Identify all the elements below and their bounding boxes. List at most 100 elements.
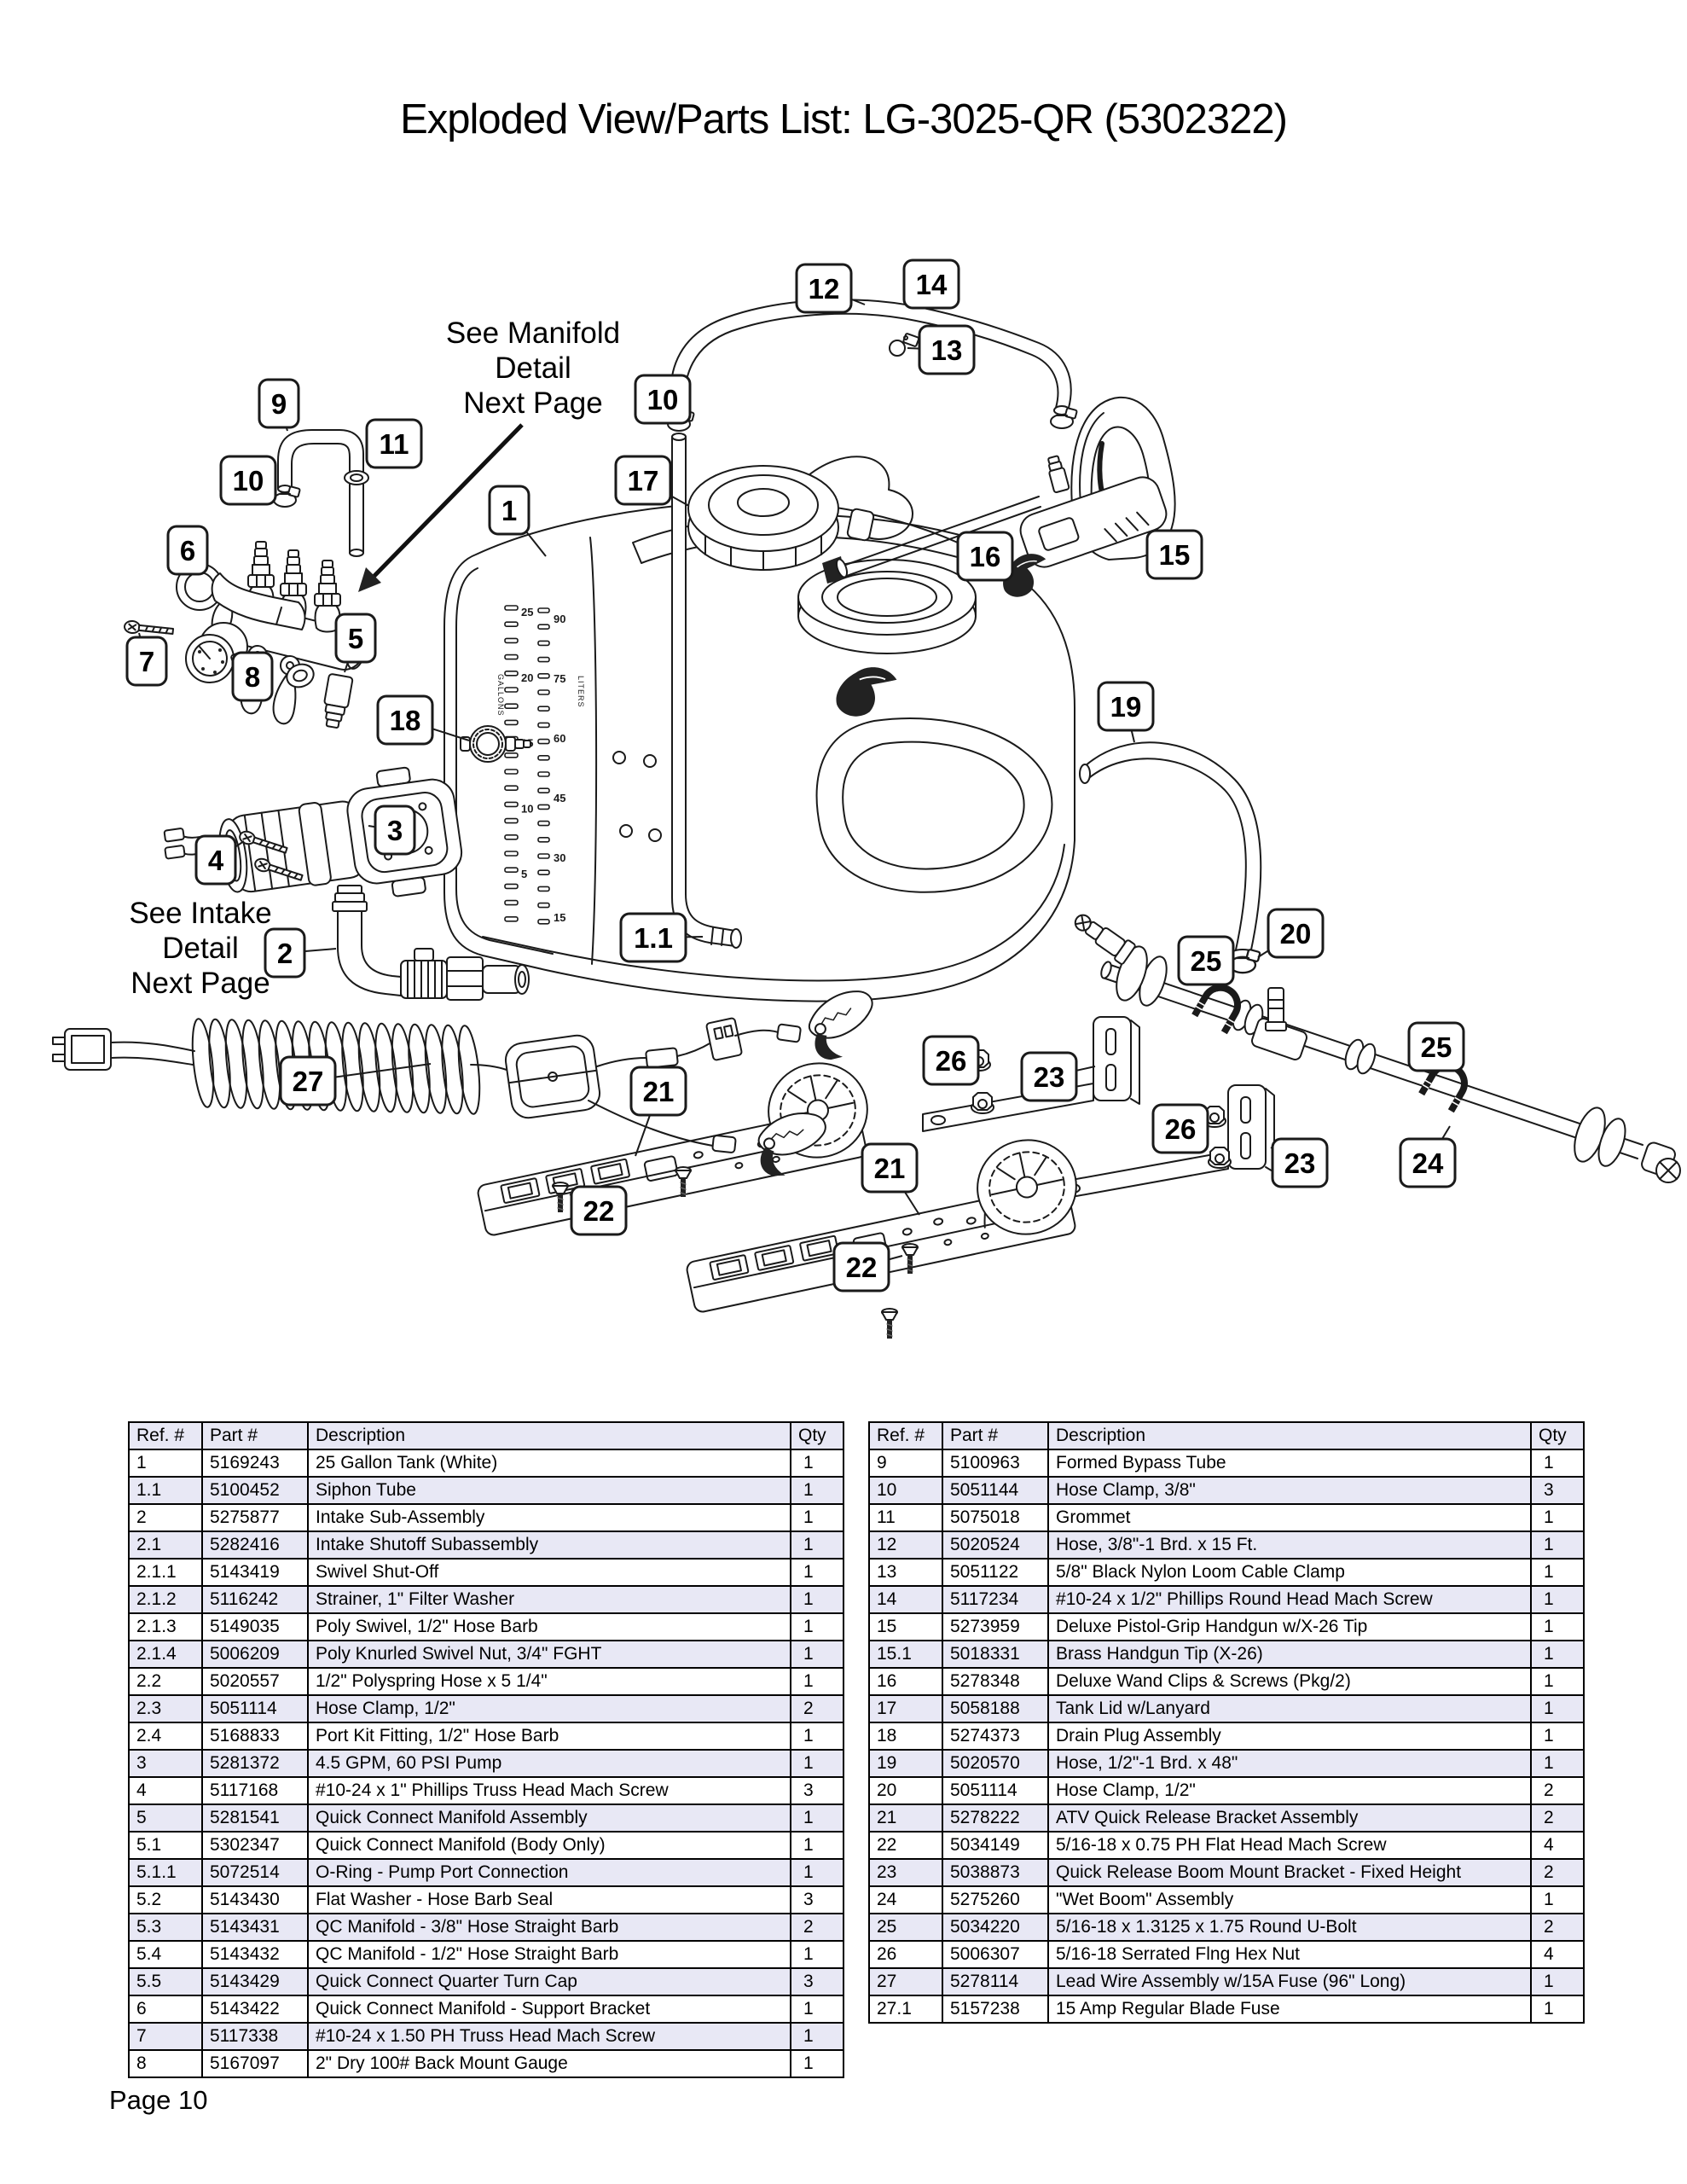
scale-tick (537, 902, 550, 909)
part-cell: 5143422 (201, 1995, 309, 2024)
part-cell: 5020557 (201, 1667, 309, 1696)
bypass-tube (277, 429, 369, 557)
qty-cell: 1 (1530, 1967, 1585, 1996)
boom-nozzle-left (1074, 914, 1136, 965)
scale-tick (537, 624, 550, 630)
callout-box-9 (258, 378, 300, 429)
callout-box-17 (614, 455, 672, 506)
scale-tick (537, 804, 550, 810)
callout-label-13: 13 (931, 334, 963, 366)
scale-tick (504, 687, 519, 693)
part-cell: 5116242 (201, 1585, 309, 1614)
description-cell: QC Manifold - 1/2" Hose Straight Barb (307, 1940, 791, 1969)
description-cell: Lead Wire Assembly w/15A Fuse (96" Long) (1047, 1967, 1532, 1996)
description-cell: 5/16-18 Serrated Flng Hex Nut (1047, 1940, 1532, 1969)
ref-cell: 14 (868, 1585, 943, 1614)
ref-cell: 1.1 (128, 1476, 203, 1505)
callout-box-15 (1145, 529, 1203, 580)
callout-box-10 (634, 374, 692, 425)
qty-cell: 3 (790, 1885, 844, 1914)
callout-box-22 (570, 1185, 628, 1236)
qty-cell: 4 (1530, 1940, 1585, 1969)
part-cell: 5169243 (201, 1449, 309, 1478)
lanyard-tab (846, 508, 875, 542)
callout-label-27: 27 (293, 1066, 324, 1097)
description-cell: ATV Quick Release Bracket Assembly (1047, 1804, 1532, 1833)
callout-label-2: 2 (277, 938, 293, 969)
ref-cell: 3 (128, 1749, 203, 1778)
part-cell: 5143430 (201, 1885, 309, 1914)
callout-label-5: 5 (348, 623, 363, 654)
callout-label-6: 6 (180, 535, 195, 566)
description-cell: Hose, 1/2"-1 Brd. x 48" (1047, 1749, 1532, 1778)
ref-cell: 1 (128, 1449, 203, 1478)
callout-box-8 (231, 651, 274, 702)
column-header: Description (307, 1421, 791, 1450)
manifold-detail-arrow (358, 423, 524, 592)
qty-cell: 1 (790, 1749, 844, 1778)
description-cell: #10-24 x 1.50 PH Truss Head Mach Screw (307, 2022, 791, 2051)
part-cell: 5302347 (201, 1831, 309, 1860)
qty-cell: 1 (1530, 1694, 1585, 1723)
callout-label-23: 23 (1284, 1147, 1316, 1179)
description-cell: Strainer, 1" Filter Washer (307, 1585, 791, 1614)
scale-tick (504, 605, 519, 611)
part-cell: 5020570 (942, 1749, 1049, 1778)
qty-cell: 1 (790, 1585, 844, 1614)
page-number: Page 10 (109, 2085, 208, 2115)
wire-coil-loop (341, 1021, 364, 1112)
column-header: Qty (1530, 1421, 1585, 1450)
scale-tick (537, 820, 550, 827)
description-cell: Hose Clamp, 1/2" (307, 1694, 791, 1723)
part-cell: 5281372 (201, 1749, 309, 1778)
part-cell: 5006307 (942, 1940, 1049, 1969)
description-cell: Quick Connect Manifold - Support Bracket (307, 1995, 791, 2024)
part-cell: 5168833 (201, 1722, 309, 1751)
description-cell: Hose Clamp, 3/8" (1047, 1476, 1532, 1505)
ref-cell: 10 (868, 1476, 943, 1505)
qty-cell: 2 (790, 1694, 844, 1723)
scale-tick (537, 689, 550, 695)
ref-cell: 4 (128, 1776, 203, 1805)
part-cell: 5278114 (942, 1967, 1049, 1996)
part-cell: 5100452 (201, 1476, 309, 1505)
part-cell: 5281541 (201, 1804, 309, 1833)
part-cell: 5117338 (201, 2022, 309, 2051)
ref-cell: 5.4 (128, 1940, 203, 1969)
ref-cell: 13 (868, 1558, 943, 1587)
qty-cell: 1 (1530, 1995, 1585, 2024)
ref-cell: 2.1 (128, 1531, 203, 1560)
wire-coil-loop (374, 1022, 397, 1113)
part-cell: 5143429 (201, 1967, 309, 1996)
qty-cell: 1 (790, 2049, 844, 2078)
callout-label-9: 9 (271, 388, 287, 420)
scale-tick (537, 672, 550, 679)
callout-box-25 (1407, 1021, 1465, 1072)
screw-7 (123, 619, 175, 638)
column-header: Part # (942, 1421, 1049, 1450)
part-cell: 5143419 (201, 1558, 309, 1587)
callout-label-21: 21 (874, 1153, 906, 1184)
callout-label-8: 8 (245, 661, 260, 693)
scale-tick (504, 752, 519, 758)
qty-cell: 2 (1530, 1913, 1585, 1942)
qty-cell: 1 (790, 1858, 844, 1887)
ref-cell: 2.4 (128, 1722, 203, 1751)
callout-label-3: 3 (387, 815, 403, 846)
ref-cell: 2.1.1 (128, 1558, 203, 1587)
liter-label: 15 (554, 911, 565, 924)
